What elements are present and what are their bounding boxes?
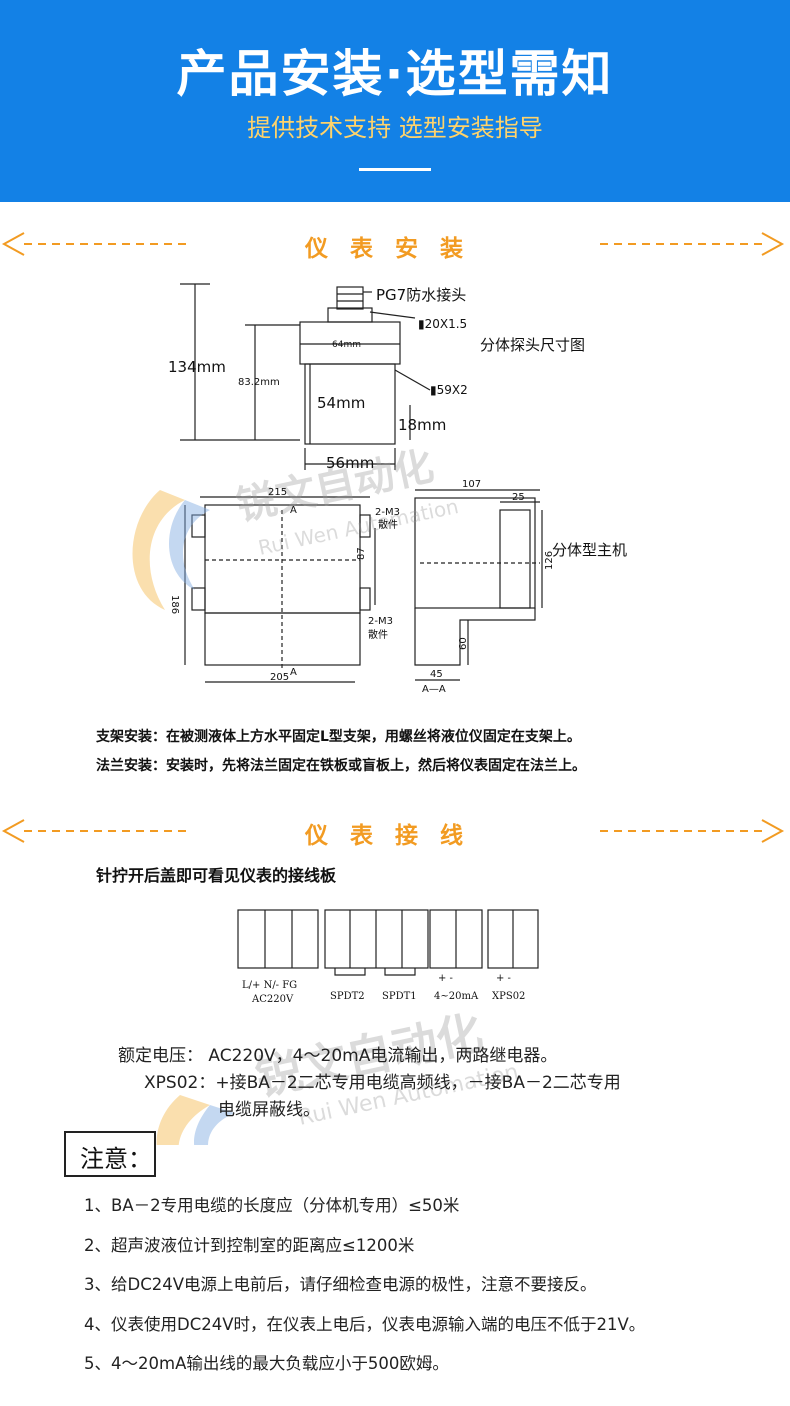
host-caption: 分体型主机 [552,541,627,559]
h54-label: 54mm [317,394,365,412]
watermark-logo [132,490,210,610]
h134-label: 134mm [168,358,226,376]
m59-label: ▮59X2 [430,383,468,397]
page-title: 产品安装·选型需知 [176,45,614,103]
h60-label: 60 [458,637,469,650]
m3b-label: 2-M3 [368,616,393,627]
bracket-install-note: 支架安装：在被测液体上方水平固定L型支架，用螺丝将液位仪固定在支架上。 [96,729,581,745]
w107-label: 107 [462,479,481,490]
install-diagram: 锐文自动化 Rui Wen Automation PG7防水接头 ▮20X1.5… [132,283,627,695]
flange-install-note: 法兰安装：安装时，先将法兰固定在铁板或盲板上，然后将仪表固定在法兰上。 [96,758,586,774]
w45-label: 45 [430,669,443,680]
notice-item: 3、给DC24V电源上电前后，请仔细检查电源的极性，注意不要接反。 [84,1275,597,1294]
h126-label: 126 [544,551,555,570]
notice-item: 1、BA－2专用电缆的长度应（分体机专用）≤50米 [84,1196,460,1215]
h18-label: 18mm [398,416,446,434]
section-a-bottom: A [290,667,297,678]
m3a-label: 2-M3 [375,507,400,518]
w56-label: 56mm [326,454,374,472]
section-aa-label: A—A [422,684,446,695]
page-subtitle: 提供技术支持 选型安装指导 [247,114,543,142]
terminal-xps-label: XPS02 [492,991,525,1002]
terminal-ma-polarity: + - [438,973,453,984]
pg7-label: PG7防水接头 [376,286,466,304]
host-side-view [414,497,536,609]
right-arrow-icon [600,232,785,256]
terminal-power-label: L/+ N/- FG [242,980,297,991]
left-arrow-icon [1,819,186,843]
m20-label: ▮20X1.5 [418,317,467,331]
left-arrow-icon [1,232,186,256]
section-title-install: 仪表安装 [305,236,485,262]
terminal-board: L/+ N/- FG AC220V SPDT2 SPDT1 + - 4~20mA… [237,909,539,1005]
h87-label: 87 [356,547,367,560]
w205-label: 205 [270,672,289,683]
notice-title: 注意： [80,1145,152,1173]
section-title-wiring: 仪表接线 [305,823,485,849]
xps-spec-cont: 电缆屏蔽线。 [218,1100,320,1120]
rated-voltage-spec: 额定电压： AC220V，4～20mA电流输出，两路继电器。 [118,1046,558,1066]
title-divider [359,168,431,171]
pg7-connector [336,286,364,310]
notice-title-box: 注意： [64,1131,156,1177]
w25-label: 25 [512,492,525,503]
xps-spec: XPS02：+接BA－2二芯专用电缆高频线，－接BA－2二芯专用 [144,1073,621,1093]
watermark-logo-2: 锐文自动化 Rui Wen Automation [156,1005,521,1145]
terminal-ma-label: 4~20mA [434,991,479,1002]
notice-item: 5、4～20mA输出线的最大负载应小于500欧姆。 [84,1354,449,1373]
terminal-spdt1-label: SPDT1 [382,991,417,1002]
d64-label: 64mm [332,340,361,350]
terminal-spdt2-label: SPDT2 [330,991,365,1002]
w215-label: 215 [268,487,287,498]
scatter-a-label: 散件 [378,518,398,531]
probe-body [304,363,396,445]
section-header-install: 仪表安装 [0,229,790,262]
section-a-top: A [290,505,297,516]
section-header-wiring: 仪表接线 [0,816,790,849]
header-banner: 产品安装·选型需知 提供技术支持 选型安装指导 [0,0,790,202]
terminal-xps-polarity: + - [496,973,511,984]
right-arrow-icon [600,819,785,843]
h186-label: 186 [169,595,180,614]
h83-label: 83.2mm [238,377,280,388]
scatter-b-label: 散件 [368,628,388,641]
terminal-ac-label: AC220V [251,994,294,1005]
notice-item: 4、仪表使用DC24V时，在仪表上电后，仪表电源输入端的电压不低于21V。 [84,1315,646,1334]
wiring-intro: 针拧开后盖即可看见仪表的接线板 [96,866,337,885]
notice-item: 2、超声波液位计到控制室的距离应≤1200米 [84,1236,415,1255]
probe-caption: 分体探头尺寸图 [480,336,585,354]
